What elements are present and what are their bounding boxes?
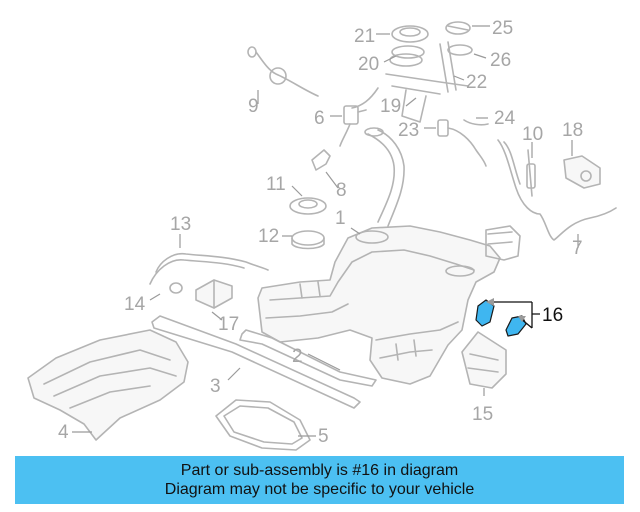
callout-23: 23 [398, 120, 419, 141]
vent-valve [339, 105, 367, 147]
pump-seal [391, 45, 425, 59]
banner-line-2: Diagram may not be specific to your vehi… [164, 481, 475, 498]
callout-24: 24 [494, 108, 516, 129]
fuel-tank [257, 225, 521, 385]
callout-labels: 1 2 3 4 5 6 7 8 9 10 11 12 13 14 15 17 1… [58, 18, 583, 447]
vent-pipe [497, 139, 617, 241]
callout-20: 20 [358, 54, 379, 75]
callout-19: 19 [380, 96, 401, 117]
tank-strap [239, 329, 377, 387]
highlighted-part-16[interactable] [475, 298, 540, 337]
callout-2: 2 [292, 346, 303, 367]
callout-7: 7 [572, 238, 583, 259]
callout-26: 26 [490, 50, 511, 71]
hose-clamp [169, 282, 183, 294]
fuel-pump-module [351, 41, 469, 123]
heat-shield [27, 329, 189, 441]
callout-16[interactable]: 16 [542, 305, 563, 326]
seal-ring [291, 230, 325, 250]
breather-hose [247, 46, 319, 97]
pump-lock-ring [391, 25, 429, 43]
return-line [463, 119, 489, 126]
callout-21: 21 [354, 26, 375, 47]
lock-ring [289, 197, 327, 215]
purge-solenoid [563, 155, 601, 189]
level-sender [437, 119, 487, 167]
callout-18: 18 [562, 120, 583, 141]
fuel-line-2 [149, 259, 245, 285]
callout-17: 17 [218, 314, 239, 335]
pump-bracket [461, 331, 507, 389]
sender-seal [447, 44, 473, 56]
crossmember-strap [151, 315, 361, 409]
callout-25: 25 [492, 18, 513, 39]
callout-3: 3 [210, 376, 221, 397]
info-banner: Part or sub-assembly is #16 in diagram D… [15, 456, 624, 504]
callout-22: 22 [466, 72, 487, 93]
callout-15: 15 [472, 404, 493, 425]
callout-10: 10 [522, 124, 543, 145]
banner-line-1: Part or sub-assembly is #16 in diagram [180, 462, 459, 479]
callout-13: 13 [170, 214, 191, 235]
callout-1: 1 [335, 208, 346, 229]
fuel-line [155, 252, 269, 273]
vent-pipe-inner [503, 141, 521, 185]
leader-lines [72, 25, 579, 437]
callout-5: 5 [318, 426, 329, 447]
callout-6: 6 [314, 108, 325, 129]
callout-14: 14 [124, 294, 146, 315]
access-cover [215, 399, 311, 451]
callout-8: 8 [336, 180, 347, 201]
sender-lock-ring [445, 21, 471, 35]
filler-neck [364, 127, 405, 227]
callout-11: 11 [266, 174, 286, 195]
hose-clip [311, 149, 331, 171]
purge-pipe [526, 149, 536, 197]
parts-diagram: 1 2 3 4 5 6 7 8 9 10 11 12 13 14 15 17 1… [27, 18, 617, 451]
callout-4: 4 [58, 422, 69, 443]
part-16-clip-b[interactable] [505, 315, 527, 337]
fuel-filter [195, 279, 233, 309]
callout-9: 9 [248, 96, 259, 117]
part-16-clip-a[interactable] [475, 299, 495, 327]
callout-12: 12 [258, 226, 279, 247]
part-16-leader [488, 301, 540, 329]
